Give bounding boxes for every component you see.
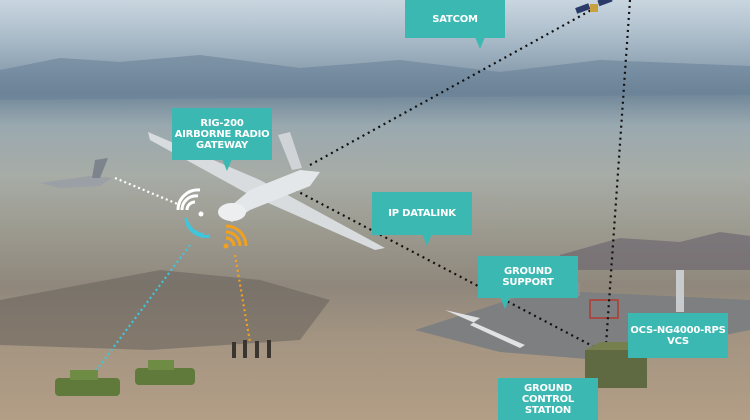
fighter-jet-icon <box>40 158 112 188</box>
satcom-link-line <box>309 7 596 166</box>
tank-icon <box>135 360 195 385</box>
ground-control-station-callout: GROUND CONTROL STATION <box>498 378 598 420</box>
tank-icon <box>55 370 120 396</box>
satcom-callout: SATCOM <box>405 0 505 49</box>
satellite-icon <box>575 0 613 14</box>
rig-200-callout: RIG-200 AIRBORNE RADIO GATEWAY <box>172 108 272 171</box>
mountain-range-left <box>0 270 330 350</box>
wifi-white-icon <box>176 188 204 217</box>
radar-array <box>589 299 619 319</box>
ocs-ng4000-callout: OCS-NG4000-RPS VCS <box>628 313 728 358</box>
tank-radio-line <box>94 244 191 373</box>
mountain-range-right <box>560 232 750 270</box>
ip-datalink-callout: IP DATALINK <box>372 192 472 246</box>
satellite-ground-line <box>604 0 632 346</box>
ground-troops-icon <box>232 340 271 358</box>
jet-radio-line <box>114 176 181 207</box>
ground-support-callout: GROUND SUPPORT <box>478 256 578 309</box>
mountain-ridge <box>0 55 750 100</box>
wifi-cyan-icon <box>184 217 211 238</box>
rig-200-drone <box>148 132 385 250</box>
ground-support-drone <box>445 310 525 348</box>
wifi-orange-icon <box>223 224 248 249</box>
control-tower <box>676 270 684 312</box>
